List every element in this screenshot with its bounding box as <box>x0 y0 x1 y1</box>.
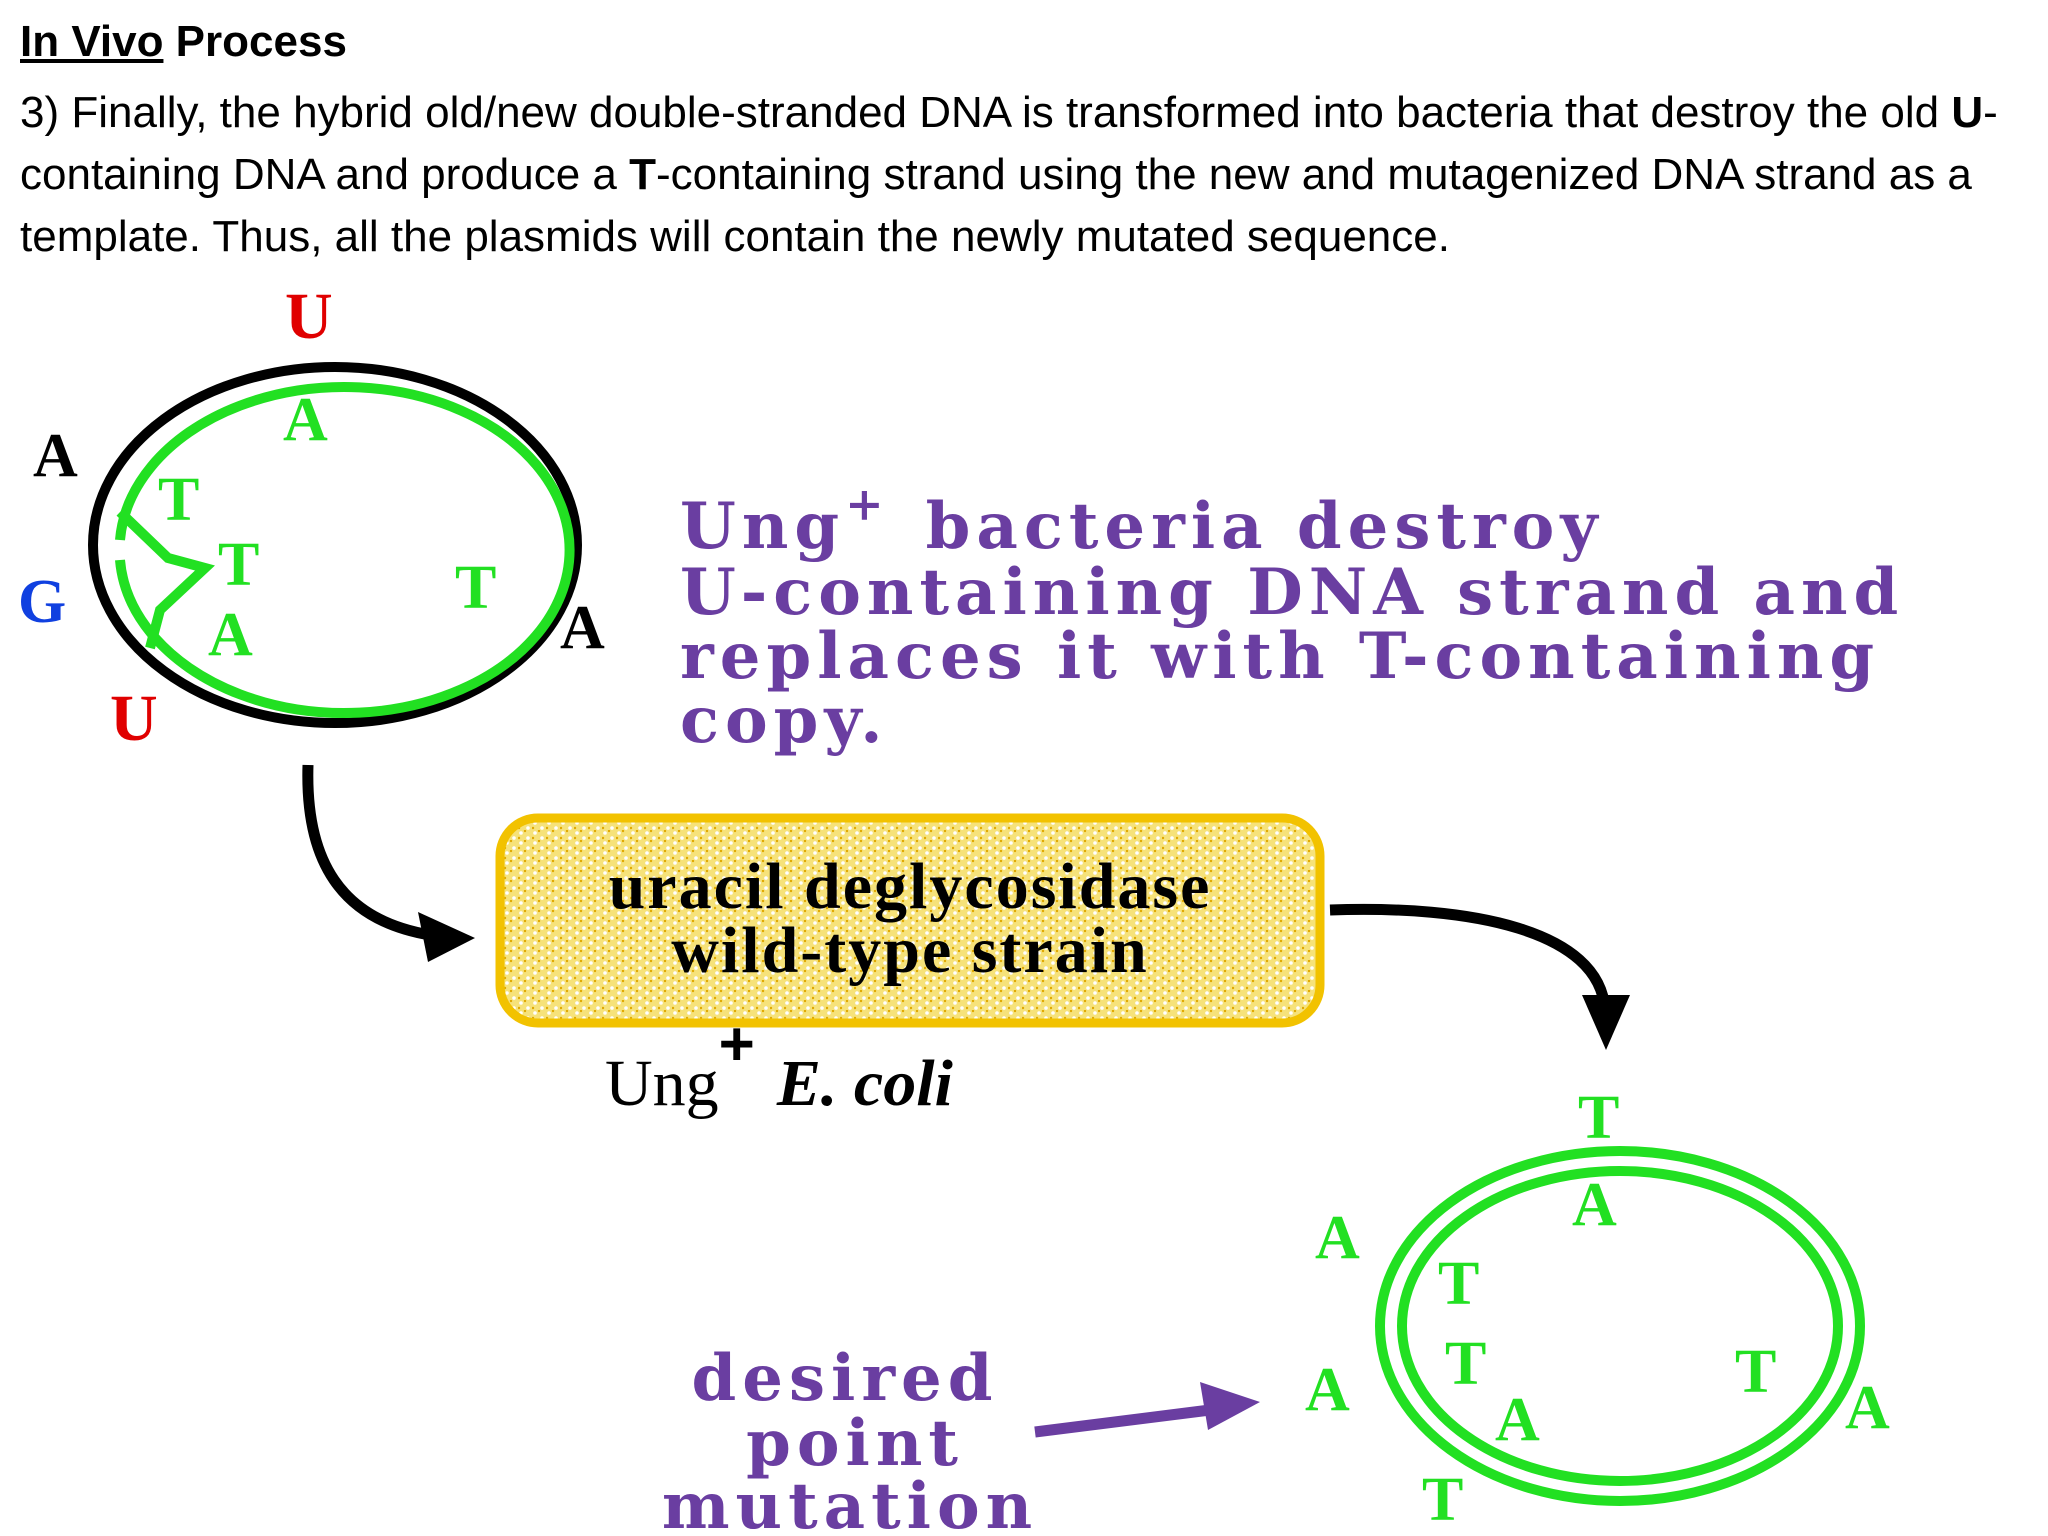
title-process: Process <box>163 17 347 66</box>
mutation-line-2: point <box>746 1406 964 1481</box>
ung-text: Ung <box>680 489 845 564</box>
ecoli-ung: Ung <box>605 1047 719 1120</box>
mutation-kink <box>116 508 215 650</box>
paragraph-part-1: 3) Finally, the hybrid old/new double-st… <box>20 88 1952 137</box>
mutation-label: desired point mutation <box>662 1341 1038 1536</box>
description-line-1: Ung+ bacteria destroy <box>680 477 1604 564</box>
paragraph-part-3: -containing strand using the new and mut… <box>20 150 1972 261</box>
description-line-2: U-containing DNA strand and <box>680 555 1904 630</box>
black-strand-ring <box>88 362 582 728</box>
label-a-outer-right: A <box>1845 1374 1890 1442</box>
mutation-line-1: desired <box>692 1341 999 1416</box>
label-t-inner-right: T <box>455 554 496 622</box>
page-title: In Vivo Process <box>20 17 347 66</box>
arrow-to-bottom-plasmid <box>1329 903 1630 1050</box>
label-a-inner-bottom: A <box>208 601 253 669</box>
inner-green-ring <box>1397 1166 1843 1486</box>
strain-box: uracil deglycosidase wild-type strain <box>495 813 1325 1028</box>
label-a-inner-top: A <box>283 386 328 454</box>
label-t-inner-1: T <box>1438 1250 1479 1318</box>
plasmid-bottom: T A A T T A A T T A <box>1305 1084 1890 1534</box>
outer-green-ring <box>1375 1146 1865 1506</box>
label-a-outer-left-2: A <box>1305 1356 1350 1424</box>
label-a-outer-left-1: A <box>1315 1204 1360 1272</box>
strain-box-line-1: uracil deglycosidase <box>609 850 1212 923</box>
paragraph-part-2: -containing DNA and produce a <box>20 88 1998 199</box>
title-in-vivo: In Vivo <box>20 17 164 66</box>
description-line-4: copy. <box>680 683 889 758</box>
ecoli-plus: + <box>719 1010 755 1079</box>
ecoli-species: E. coli <box>776 1047 954 1120</box>
label-a-outer-right: A <box>560 594 605 662</box>
ecoli-label: Ung+ E. coli <box>605 1010 954 1120</box>
strain-box-line-2: wild-type strain <box>671 914 1149 987</box>
description-line-3: replaces it with T-containing <box>680 619 1880 694</box>
label-a-inner-top: A <box>1572 1171 1617 1239</box>
label-t-inner-2: T <box>1445 1330 1486 1398</box>
description-paragraph: 3) Finally, the hybrid old/new double-st… <box>20 82 2020 268</box>
label-a-outer-left: A <box>33 422 78 490</box>
label-t-inner-2: T <box>218 531 259 599</box>
label-t-bottom: T <box>1422 1466 1463 1534</box>
ung-plus: + <box>845 477 890 531</box>
description-destroy: bacteria destroy <box>926 489 1604 564</box>
arrow-to-mutation <box>1034 1382 1260 1438</box>
strain-box-background <box>495 813 1325 1028</box>
paragraph-bold-u: U <box>1951 88 1984 137</box>
label-u-top: U <box>285 280 333 353</box>
label-t-inner-1: T <box>158 466 199 534</box>
arrow-to-strain-box <box>302 764 475 962</box>
paragraph-bold-t: T <box>629 150 656 199</box>
label-g-outer: G <box>18 568 66 636</box>
mutation-line-3: mutation <box>662 1469 1038 1536</box>
label-t-top: T <box>1578 1084 1619 1152</box>
label-a-inner-bottom: A <box>1495 1386 1540 1454</box>
label-u-bottom: U <box>110 682 158 755</box>
label-t-inner-right: T <box>1735 1338 1776 1406</box>
plasmid-top: U A A T T G A T A U <box>18 280 605 755</box>
green-strand-ring <box>115 382 575 718</box>
ung-description: Ung+ bacteria destroy U-containing DNA st… <box>680 477 1904 758</box>
